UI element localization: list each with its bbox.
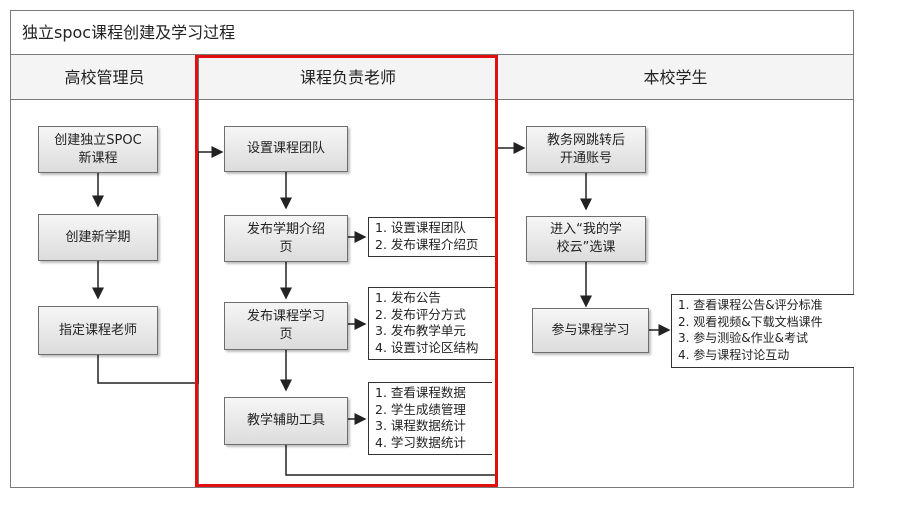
list-intro-item-2: 2. 发布课程介绍页 [375,236,479,252]
list-student: 1. 查看课程公告&评分标准 2. 观看视频&下载文档课件 3. 参与测验&作业… [671,294,854,368]
step-enter-school-cloud: 进入“我的学 校云”选课 [526,216,646,262]
list-tools-item-4: 4. 学习数据统计 [375,434,466,450]
list-student-item-3: 3. 参与测验&作业&考试 [678,331,808,345]
list-student-item-4: 4. 参与课程讨论互动 [678,347,790,362]
diagram-title: 独立spoc课程创建及学习过程 [10,10,854,55]
list-student-item-1: 1. 查看课程公告&评分标准 [678,298,823,312]
step-participate: 参与课程学习 [532,308,649,353]
step-create-spoc: 创建独立SPOC 新课程 [38,126,158,173]
lane-header-student: 本校学生 [498,55,853,100]
list-learning-item-1: 1. 发布公告 [375,290,441,305]
list-learning-item-3: 3. 发布教学单元 [375,323,466,338]
step-publish-intro-label: 发布学期介绍 页 [246,221,325,255]
list-tools-item-3: 3. 课程数据统计 [375,418,466,433]
list-tools-item-1: 1. 查看课程数据 [375,385,466,400]
step-tools-label: 教学辅助工具 [246,413,325,428]
step-participate-label: 参与课程学习 [551,322,630,338]
list-intro: 1. 设置课程团队 2. 发布课程介绍页 [368,217,498,257]
step-assign-teacher: 指定课程老师 [38,306,158,355]
step-set-team-label: 设置课程团队 [246,141,325,156]
list-student-item-2: 2. 观看视频&下载文档课件 [678,314,823,329]
lane-header-admin: 高校管理员 [11,55,198,100]
step-new-term-label: 创建新学期 [65,229,131,245]
step-publish-intro: 发布学期介绍 页 [224,215,348,262]
list-tools: 1. 查看课程数据 2. 学生成绩管理 3. 课程数据统计 4. 学习数据统计 [368,382,492,455]
connector-admin-to-teacher [97,152,199,384]
step-jump-account: 教务网跳转后 开通账号 [526,126,646,173]
list-learning-item-4: 4. 设置讨论区结构 [375,339,479,355]
step-publish-learning-label: 发布课程学习 页 [246,309,325,342]
step-enter-school-cloud-label: 进入“我的学 校云”选课 [550,222,622,255]
step-tools: 教学辅助工具 [224,397,348,445]
list-tools-item-2: 2. 学生成绩管理 [375,401,466,417]
list-learning: 1. 发布公告 2. 发布评分方式 3. 发布教学单元 4. 设置讨论区结构 [368,287,498,360]
step-create-spoc-label: 创建独立SPOC 新课程 [54,132,142,166]
lane-header-teacher: 课程负责老师 [199,55,497,100]
list-intro-item-1: 1. 设置课程团队 [375,220,466,235]
step-assign-teacher-label: 指定课程老师 [58,322,137,338]
step-jump-account-label: 教务网跳转后 开通账号 [546,132,625,166]
list-learning-item-2: 2. 发布评分方式 [375,306,466,322]
step-new-term: 创建新学期 [38,214,158,261]
step-set-team: 设置课程团队 [224,126,348,172]
step-publish-learning: 发布课程学习 页 [224,302,348,350]
